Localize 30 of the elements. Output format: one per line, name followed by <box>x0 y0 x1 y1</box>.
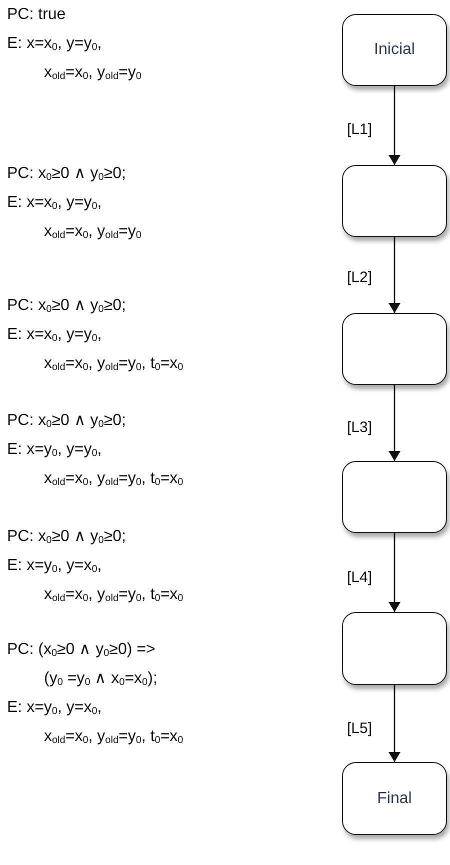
edge-label: [L1] <box>346 121 374 139</box>
edge-label: [L5] <box>346 720 374 738</box>
state-annotation: E: x=x$_{0}$, y=y$_{0}$, x$_{old}$=x$_{0}$, y$_{old}$=y$_{0}$ <box>7 193 142 243</box>
state-annotation: PC: x$_{0}$≥0 ∧ y$_{0}$≥0; <box>7 411 127 432</box>
state-name: Inicial <box>374 41 415 59</box>
state-box <box>342 165 447 237</box>
state-annotation: PC: x$_{0}$≥0 ∧ y$_{0}$≥0; <box>7 527 127 548</box>
arrow <box>388 385 400 461</box>
edge-label: [L3] <box>346 419 374 437</box>
state-box <box>342 762 447 835</box>
state-annotation: PC: x$_{0}$≥0 ∧ y$_{0}$≥0; <box>7 164 127 185</box>
state-annotation: PC: x$_{0}$≥0 ∧ y$_{0}$≥0; <box>7 296 127 317</box>
arrow <box>388 685 400 762</box>
state-box <box>342 313 447 385</box>
arrow <box>388 237 400 313</box>
state-annotation: PC: (x$_{0}$≥0 ∧ y$_{0}$≥0) => (y$_{0}$ =y$_{0}$ ∧ x$_{0}$=x$_{0}$); <box>7 640 158 690</box>
state-name: Final <box>377 790 412 808</box>
state-annotation: E: x=x$_{0}$, y=y$_{0}$, x$_{old}$=x$_{0}$, y$_{old}$=y$_{0}$, t$_{0}$=x$_{0}$ <box>7 325 184 375</box>
arrow <box>388 86 400 165</box>
state-annotation: E: x=x$_{0}$, y=y$_{0}$, x$_{old}$=x$_{0}$, y$_{old}$=y$_{0}$ <box>7 34 142 84</box>
edge-label: [L2] <box>346 269 374 287</box>
state-annotation: PC: true <box>7 5 67 25</box>
state-annotation: E: x=y$_{0}$, y=x$_{0}$, x$_{old}$=x$_{0}$, y$_{old}$=y$_{0}$, t$_{0}$=x$_{0}$ <box>7 556 184 606</box>
state-annotation: E: x=y$_{0}$, y=x$_{0}$, x$_{old}$=x$_{0}$, y$_{old}$=y$_{0}$, t$_{0}$=x$_{0}$ <box>7 698 184 748</box>
state-box <box>342 461 447 533</box>
state-annotation: E: x=y$_{0}$, y=y$_{0}$, x$_{old}$=x$_{0}$, y$_{old}$=y$_{0}$, t$_{0}$=x$_{0}$ <box>7 440 184 490</box>
state-box <box>342 14 447 86</box>
edge-label: [L4] <box>346 569 374 587</box>
arrow <box>388 533 400 612</box>
state-box <box>342 612 447 685</box>
